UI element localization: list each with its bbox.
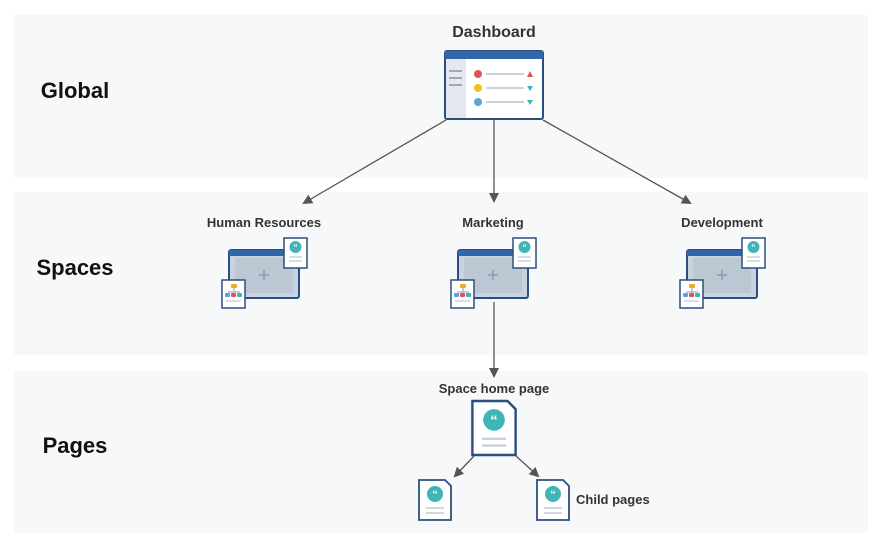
space-label-development: Development: [681, 215, 763, 230]
space-label-marketing: Marketing: [462, 215, 524, 230]
space-home-page-label: Space home page: [438, 381, 550, 396]
dashboard-icon: [444, 50, 544, 120]
child-page-icon-left: [418, 479, 452, 521]
dashboard-title: Dashboard: [452, 24, 536, 41]
space-home-page-icon: [471, 399, 517, 457]
level-label-pages: Pages: [42, 433, 108, 458]
arrow-home-to-child-left: [453, 455, 475, 478]
arrow-home-to-child-right: [515, 455, 540, 478]
level-label-global: Global: [40, 78, 110, 103]
level-label-spaces: Spaces: [36, 255, 114, 280]
space-icon-development: [679, 237, 766, 309]
space-icon-marketing: [450, 237, 537, 309]
arrow-dashboard-to-development: [542, 119, 692, 204]
global-level-band: [14, 15, 868, 178]
arrow-dashboard-to-human-resources: [302, 119, 447, 205]
connectors: [302, 119, 692, 478]
child-pages-label: Child pages: [576, 492, 650, 507]
child-page-icon-right: [536, 479, 570, 521]
space-label-human-resources: Human Resources: [206, 215, 322, 230]
space-icon-human-resources: [221, 237, 308, 309]
